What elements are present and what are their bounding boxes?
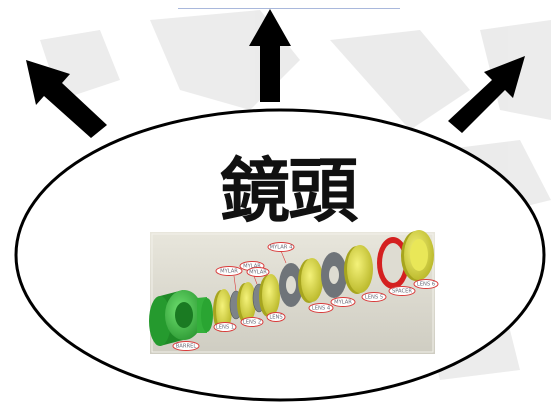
lens-1: [213, 289, 232, 332]
arrow-up-left-icon: [26, 60, 107, 138]
label-lens-4: LENS 4: [308, 303, 334, 313]
svg-text:MYLAR 4: MYLAR 4: [270, 245, 293, 251]
label-lens-6: LENS 6: [413, 279, 439, 289]
arrow-up-icon: [249, 9, 291, 102]
spacer-ring: [377, 237, 409, 289]
lens-2: [237, 282, 256, 323]
top-bar: [178, 0, 400, 9]
label-mylar-d: MYLAR: [330, 297, 356, 307]
lens-4: [298, 258, 323, 303]
label-mylar-4: MYLAR 4: [267, 242, 295, 252]
label-spacer: SPACER: [388, 286, 416, 296]
lens-6: [401, 230, 434, 281]
part-labels: MYLAR 4 MYLAR MYLAR MYLAR LENS 1: [172, 242, 439, 351]
svg-text:SPACER: SPACER: [392, 289, 412, 295]
lens-stack: [213, 230, 434, 332]
svg-text:MYLAR: MYLAR: [243, 264, 261, 270]
lens-3: [259, 274, 280, 317]
mylar-ring-1: [279, 263, 303, 307]
lens-5: [344, 245, 373, 294]
svg-text:MYLAR: MYLAR: [249, 270, 267, 276]
svg-text:MYLAR: MYLAR: [334, 300, 352, 306]
svg-text:BARREL: BARREL: [176, 344, 197, 350]
label-mylar-a: MYLAR: [215, 266, 243, 276]
svg-text:LENS 1: LENS 1: [216, 325, 234, 331]
diagram-title: 鏡頭: [220, 148, 358, 232]
svg-text:LENS 6: LENS 6: [417, 282, 435, 288]
svg-text:LENS 2: LENS 2: [243, 320, 261, 326]
label-lens-5: LENS 5: [361, 292, 387, 302]
label-lens-3: LENS: [266, 312, 286, 322]
mylar-ring-2: [321, 252, 347, 298]
lens-assembly-image: MYLAR 4 MYLAR MYLAR MYLAR LENS 1: [149, 230, 439, 354]
label-lens-1: LENS 1: [213, 322, 237, 332]
arrow-up-right-icon: [448, 56, 525, 133]
svg-text:LENS 4: LENS 4: [312, 306, 331, 312]
svg-text:MYLAR: MYLAR: [220, 269, 238, 275]
barrel-part: [149, 290, 213, 346]
svg-text:LENS 5: LENS 5: [365, 295, 383, 301]
label-barrel: BARREL: [172, 341, 200, 351]
label-mylar-c: MYLAR: [246, 267, 270, 277]
label-lens-2: LENS 2: [240, 317, 264, 327]
svg-text:LENS: LENS: [269, 315, 282, 321]
